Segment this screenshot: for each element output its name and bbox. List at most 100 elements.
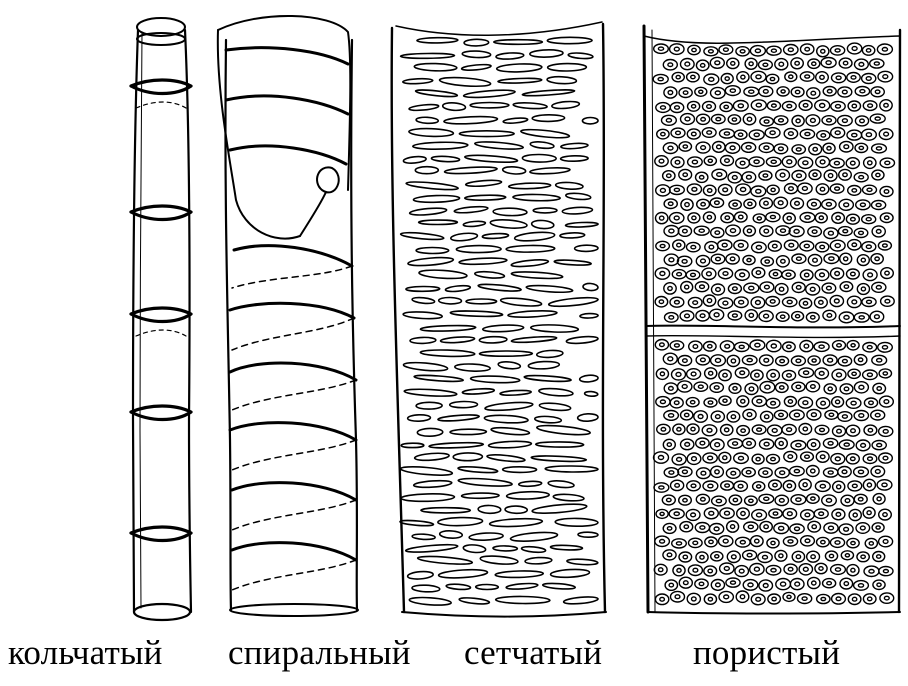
pit-aperture [867,483,871,487]
pit-border [833,481,845,492]
pit-border [808,521,821,532]
mesh-opening [415,89,457,98]
mesh-opening [548,296,598,308]
pit-aperture [725,511,730,515]
pit-aperture [811,555,815,559]
pit-aperture [845,554,849,557]
pit-border [745,58,757,69]
pit-aperture [723,301,728,305]
pit-border [782,270,795,279]
pit-border [792,382,805,391]
pit-border [871,87,884,97]
pit-aperture [835,568,840,571]
pit-border [872,355,887,365]
pit-aperture [794,470,799,473]
pit-aperture [844,387,849,391]
mesh-opening [532,502,587,514]
pit-border [856,200,870,210]
pit-aperture [788,540,793,543]
mesh-opening [524,375,571,383]
pit-aperture [732,176,737,180]
pit-border [863,185,877,194]
pit-aperture [658,47,663,50]
mesh-opening [414,374,463,382]
pit-aperture [843,173,847,177]
pit-border [801,510,815,520]
pit-aperture [771,344,776,348]
pit-aperture [739,456,744,460]
mesh-opening [417,37,458,43]
mesh-opening [400,520,434,527]
pit-border [678,226,691,236]
pit-aperture [805,75,810,78]
pit-border [655,156,668,167]
pit-aperture [787,484,791,488]
pit-border [798,157,813,168]
pit-border [704,47,718,56]
pit-aperture [674,512,679,515]
pit-aperture [715,231,720,234]
mesh-opening [479,351,532,356]
pit-aperture [867,300,872,303]
pit-border [728,172,742,183]
pit-aperture [716,257,721,260]
pit-aperture [876,147,881,150]
pit-border [655,594,668,605]
pit-aperture [708,345,712,348]
mesh-opening [478,505,501,514]
pit-border [854,355,867,365]
pit-aperture [756,271,760,275]
pit-aperture [747,553,752,556]
mesh-opening [511,271,563,280]
pit-border [703,481,718,491]
pit-border [664,87,677,98]
pit-aperture [820,75,824,79]
mesh-opening [582,117,598,124]
pit-aperture [882,48,887,52]
pit-border [766,74,779,83]
pit-aperture [771,541,775,544]
pit-aperture [803,161,808,165]
pit-aperture [867,188,872,191]
pit-aperture [795,202,800,206]
pit-border [878,342,893,352]
pit-border [744,199,756,208]
pit-aperture [852,300,857,304]
pit-aperture [827,286,832,290]
pit-border [743,438,756,448]
reticulate-mesh [400,37,599,606]
pit-aperture [740,50,745,53]
pit-border [815,213,827,223]
pit-aperture [723,188,728,192]
mesh-opening [475,271,505,279]
pit-aperture [692,216,696,220]
pit-border [710,524,724,535]
pit-border [736,184,751,195]
pit-aperture [699,90,703,93]
pit-aperture [708,401,713,404]
pit-border [760,198,773,209]
pit-aperture [805,132,810,135]
pit-aperture [787,595,791,598]
pit-border [840,141,853,152]
pit-aperture [707,272,712,276]
mesh-opening [550,545,582,551]
pit-aperture [835,457,840,461]
pit-border [839,440,854,449]
pit-aperture [763,471,768,474]
pit-aperture [812,525,816,529]
pit-border [871,466,885,477]
pit-aperture [691,75,695,78]
pit-aperture [731,359,735,363]
pit-aperture [692,132,697,136]
pit-border [681,114,695,125]
pit-border [727,355,739,366]
pit-aperture [851,344,855,347]
pit-border [784,240,798,250]
pit-aperture [691,427,695,431]
pit-aperture [716,118,721,121]
pit-border [864,566,879,576]
mesh-opening [519,481,542,487]
mesh-opening [514,231,555,242]
pit-border [831,128,845,138]
